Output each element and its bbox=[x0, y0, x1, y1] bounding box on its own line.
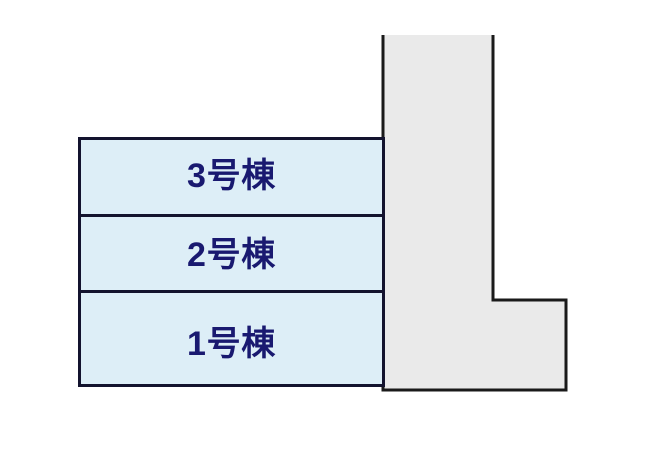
building-block-3[interactable]: 3号棟 bbox=[78, 137, 385, 217]
land-parcel-fill bbox=[383, 35, 566, 390]
building-label-1: 1号棟 bbox=[187, 324, 276, 363]
building-label-3: 3号棟 bbox=[187, 157, 276, 195]
building-block-1[interactable]: 1号棟 bbox=[78, 290, 385, 387]
land-parcel-outline bbox=[381, 35, 568, 392]
building-label-2: 2号棟 bbox=[187, 235, 276, 274]
building-block-2[interactable]: 2号棟 bbox=[78, 214, 385, 293]
building-stack: 3号棟 2号棟 1号棟 bbox=[78, 137, 385, 390]
